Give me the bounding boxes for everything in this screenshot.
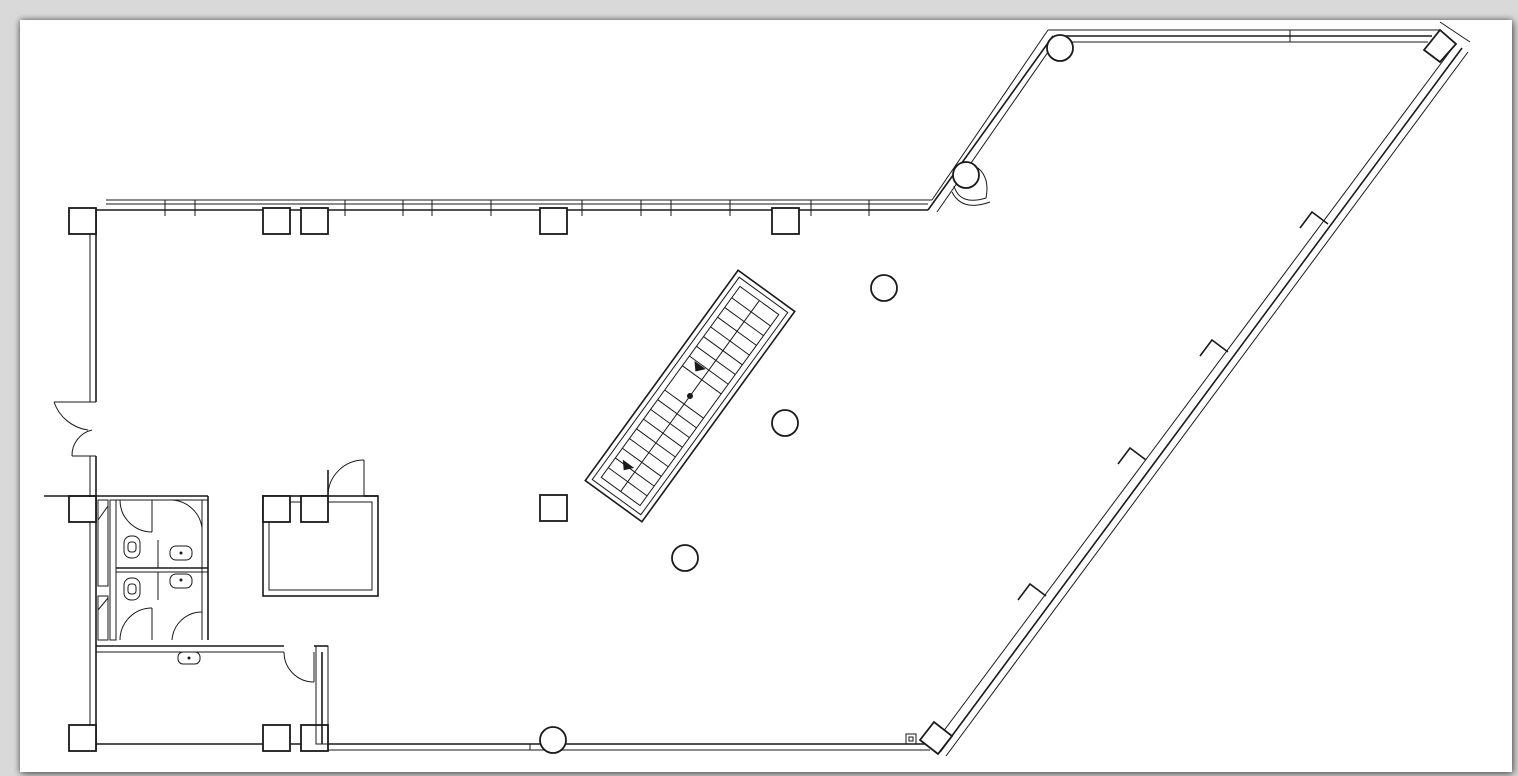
- door-swing-icon: [283, 651, 315, 683]
- stair-treads: [607, 297, 771, 497]
- round-column-icon: [870, 274, 898, 302]
- column-icon: [68, 724, 97, 752]
- floor-outlet-icon: [905, 733, 917, 745]
- entrance-double-door: [53, 401, 96, 457]
- sink-icon: [177, 651, 201, 665]
- column-icon: [68, 495, 97, 523]
- column-icon: [539, 207, 568, 235]
- round-column-icon: [671, 544, 699, 572]
- column-icon: [300, 724, 329, 752]
- square-columns: [68, 207, 800, 752]
- stair-arrow-icon: [694, 360, 706, 372]
- door-swing-icon: [119, 607, 153, 641]
- column-icon: [262, 724, 291, 752]
- round-columns: [539, 34, 1074, 754]
- column-icon: [262, 207, 291, 235]
- door-swing-icon: [171, 499, 203, 529]
- column-icon: [771, 207, 800, 235]
- corner-column-icon: [918, 720, 954, 756]
- column-icon: [68, 207, 97, 235]
- utility-room: [262, 459, 379, 597]
- round-column-icon: [771, 409, 799, 437]
- round-column-icon: [539, 726, 567, 754]
- door-swing-icon: [171, 611, 203, 641]
- column-icon: [262, 495, 291, 523]
- column-icon: [539, 494, 568, 522]
- round-column-icon: [1046, 34, 1074, 62]
- sink-icon: [169, 573, 193, 589]
- staircase: [584, 269, 796, 523]
- toilet-icon: [123, 577, 141, 601]
- column-wrap-icon: [953, 167, 988, 201]
- door-swing-icon: [327, 459, 365, 497]
- column-icon: [300, 207, 329, 235]
- door-swing-icon: [119, 499, 153, 533]
- stair-landing-dot: [687, 393, 693, 399]
- round-column-icon: [952, 161, 980, 189]
- sink-icon: [169, 545, 193, 561]
- toilet-icon: [123, 535, 141, 559]
- column-icon: [300, 495, 329, 523]
- restrooms: [44, 495, 209, 641]
- outer-walls: [89, 21, 1471, 757]
- north-window-mullions: [164, 200, 870, 216]
- service-room: [96, 645, 329, 745]
- stair-arrow-icon: [622, 459, 635, 471]
- diagonal-wall-pilasters: [918, 28, 1458, 756]
- corner-column-icon: [1422, 28, 1458, 64]
